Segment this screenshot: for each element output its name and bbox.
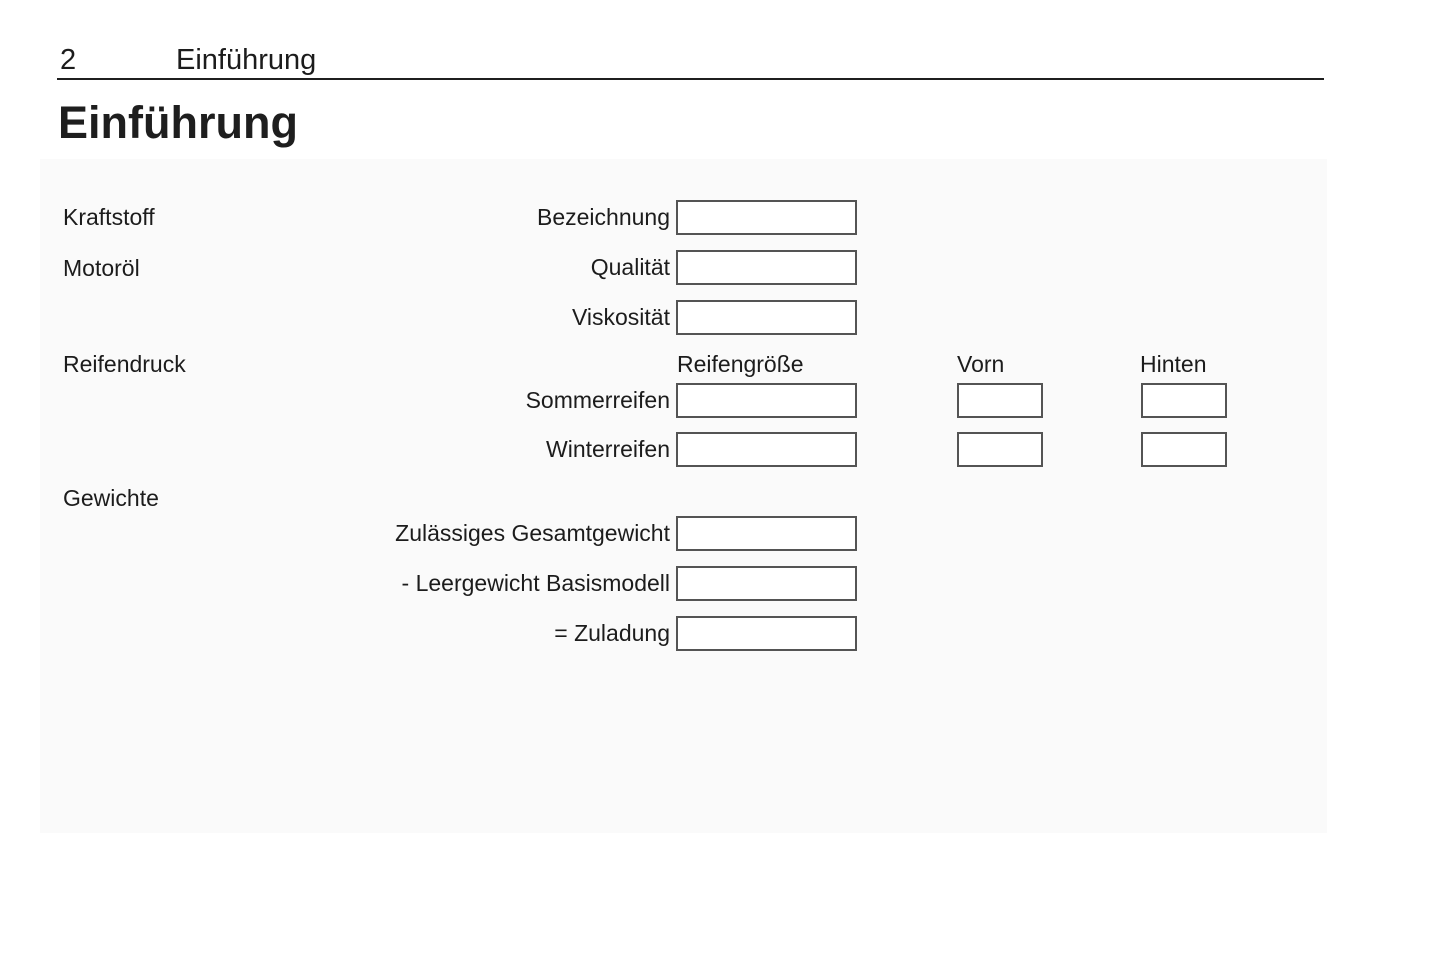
- column-header-hinten: Hinten: [1140, 351, 1207, 377]
- bezeichnung-field: [676, 200, 857, 235]
- winterreifen-groesse-field: [676, 432, 857, 467]
- sommerreifen-vorn-field: [957, 383, 1043, 418]
- field-label-leergewicht: - Leergewicht Basismodell: [401, 570, 670, 596]
- field-label-qualitaet: Qualität: [590, 254, 670, 280]
- gesamtgewicht-field: [676, 516, 857, 551]
- page-number: 2: [60, 44, 77, 76]
- sommerreifen-groesse-field: [676, 383, 857, 418]
- row-label-sommerreifen: Sommerreifen: [525, 387, 670, 413]
- running-chapter-title: Einführung: [176, 44, 317, 76]
- section-label-motoroel: Motoröl: [63, 255, 140, 281]
- section-label-gewichte: Gewichte: [63, 485, 159, 511]
- header-rule: [57, 78, 1324, 80]
- winterreifen-vorn-field: [957, 432, 1043, 467]
- sommerreifen-hinten-field: [1141, 383, 1227, 418]
- field-label-gesamtgewicht: Zulässiges Gesamtgewicht: [395, 520, 670, 546]
- section-label-reifendruck: Reifendruck: [63, 351, 186, 377]
- page-title: Einführung: [58, 97, 298, 148]
- qualitaet-field: [676, 250, 857, 285]
- row-label-winterreifen: Winterreifen: [546, 436, 670, 462]
- zuladung-field: [676, 616, 857, 651]
- field-label-viskositaet: Viskosität: [571, 304, 670, 330]
- column-header-reifengroesse: Reifengröße: [677, 351, 804, 377]
- viskositaet-field: [676, 300, 857, 335]
- field-label-zuladung: = Zuladung: [554, 620, 670, 646]
- winterreifen-hinten-field: [1141, 432, 1227, 467]
- column-header-vorn: Vorn: [957, 351, 1005, 377]
- field-label-bezeichnung: Bezeichnung: [537, 204, 670, 230]
- leergewicht-field: [676, 566, 857, 601]
- section-label-kraftstoff: Kraftstoff: [63, 204, 155, 230]
